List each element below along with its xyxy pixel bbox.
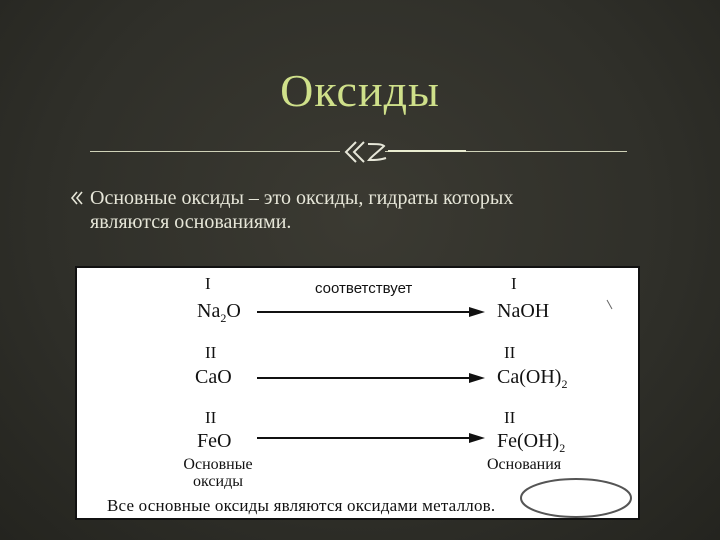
arrow-icon [257, 307, 485, 317]
oxides-label: Основные оксиды [173, 456, 263, 490]
conclusion-text: Все основные оксиды являются оксидами ме… [107, 496, 495, 516]
base-valence: II [504, 408, 516, 427]
slide-title: Оксиды [280, 65, 440, 116]
oxide-formula: Na2O [197, 300, 241, 325]
base-formula: Fe(OH)2 [497, 430, 566, 455]
bases-label: Основания [487, 456, 562, 473]
oxide-valence: II [205, 343, 217, 362]
title-divider-right [385, 151, 627, 152]
base-formula: Ca(OH)2 [497, 366, 568, 391]
arrow-icon [257, 433, 485, 443]
base-formula: NaOH [497, 300, 550, 322]
bullet-icon [70, 191, 83, 205]
oxide-valence: I [205, 274, 211, 293]
title-divider-left [90, 151, 340, 152]
corresponds-label: соответствует [315, 280, 413, 297]
definition-line-2: являются основаниями. [90, 211, 292, 233]
oxides-label-line-1: Основные [183, 456, 253, 473]
conclusion-main: Все основные оксиды являются оксидами [107, 496, 418, 515]
oxides-label-line-2: оксиды [193, 473, 243, 490]
oxide-valence: II [205, 408, 217, 427]
scan-mark [606, 299, 613, 310]
title-divider-accent [388, 150, 466, 152]
arrow-icon [257, 373, 485, 383]
oxides-figure: I соответствует I Na2O NaOH II II CaO Ca… [75, 266, 640, 520]
oxide-formula: CaO [195, 366, 232, 388]
definition-bullet: Основные оксиды – это оксиды, гидраты ко… [70, 186, 630, 234]
highlight-circle [520, 478, 632, 518]
base-valence: I [511, 274, 517, 293]
definition-line-1: Основные оксиды – это оксиды, гидраты ко… [90, 187, 514, 209]
oxide-formula: FeO [197, 430, 232, 452]
ornament-icon [344, 141, 387, 163]
conclusion-highlight: металлов. [422, 496, 496, 515]
base-valence: II [504, 343, 516, 362]
